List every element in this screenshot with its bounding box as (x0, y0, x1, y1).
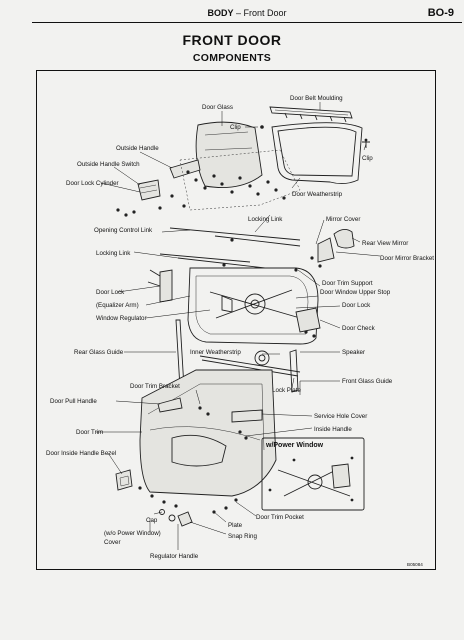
label-door-glass: Door Glass (202, 104, 233, 111)
label-equalizer-arm: (Equalizer Arm) (96, 302, 139, 309)
door-check (295, 307, 321, 338)
label-door-belt-moulding: Door Belt Moulding (290, 95, 343, 102)
label-power-window-inset: w/Power Window (265, 442, 324, 449)
door-outer-panel (187, 267, 319, 345)
label-door-inside-handle-bezel: Door Inside Handle Bezel (46, 450, 116, 457)
label-door-window-upper-stop: Door Window Upper Stop (320, 289, 391, 296)
label-mirror-cover: Mirror Cover (326, 216, 360, 223)
label-cap: Cap (146, 517, 158, 524)
page-header: BODY – Front Door BO-9 (32, 6, 462, 22)
header-rule (32, 22, 462, 23)
label-door-trim-pocket: Door Trim Pocket (256, 514, 304, 521)
label-service-hole-cover: Service Hole Cover (314, 413, 367, 420)
header-separator: – (235, 8, 241, 18)
clip-parts (260, 125, 370, 148)
header-subsection: Front Door (243, 8, 287, 18)
label-snap-ring: Snap Ring (228, 533, 257, 540)
label-speaker: Speaker (342, 349, 365, 356)
label-outside-handle-switch: Outside Handle Switch (77, 161, 140, 168)
figure-code: B05084 (407, 562, 423, 567)
label-window-regulator: Window Regulator (96, 315, 147, 322)
label-clip-right: Clip (362, 155, 373, 162)
label-door-weatherstrip: Door Weatherstrip (292, 191, 343, 198)
door-lock-assembly (147, 269, 173, 303)
door-weatherstrip (271, 122, 363, 185)
label-cover: Cover (104, 539, 121, 546)
door-belt-moulding (269, 106, 353, 123)
label-door-trim-support: Door Trim Support (322, 280, 373, 287)
regulator-handle (159, 509, 193, 527)
outside-handle (137, 159, 201, 201)
speaker-and-weatherstrip (199, 349, 301, 393)
door-glass (195, 121, 263, 189)
label-front-glass-guide: Front Glass Guide (342, 378, 393, 385)
label-door-pull-handle: Door Pull Handle (50, 398, 97, 405)
label-locking-link-upper: Locking Link (248, 216, 283, 223)
running-head: BODY – Front Door (32, 8, 462, 18)
label-locking-link-lower: Locking Link (96, 250, 131, 257)
label-clip-upper: Clip (230, 124, 241, 131)
door-inner-panel-upper (116, 149, 301, 217)
label-door-check: Door Check (342, 325, 376, 332)
linkage-rods (159, 227, 301, 269)
label-inside-handle: Inside Handle (314, 426, 352, 433)
page-number: BO-9 (427, 7, 454, 19)
page-subtitle: COMPONENTS (192, 52, 272, 64)
label-lock-plate: Lock Plate (272, 387, 301, 394)
label-plate: Plate (228, 522, 243, 529)
label-opening-control-link: Opening Control Link (94, 227, 153, 234)
label-inner-weatherstrip: Inner Weatherstrip (190, 349, 241, 356)
header-section: BODY (207, 8, 234, 18)
label-door-mirror-bracket: Door Mirror Bracket (380, 255, 434, 262)
label-rear-glass-guide: Rear Glass Guide (74, 349, 124, 356)
diagram-frame (36, 70, 436, 570)
label-rear-view-mirror: Rear View Mirror (362, 240, 408, 247)
label-outside-handle: Outside Handle (116, 145, 159, 152)
label-door-lock-right: Door Lock (342, 302, 371, 309)
label-door-trim-bracket: Door Trim Bracket (130, 383, 180, 390)
window-regulator (209, 289, 301, 319)
label-wo-power-window: (w/o Power Window) (104, 530, 161, 537)
page-title: FRONT DOOR (182, 32, 282, 48)
power-window-inset (261, 437, 365, 511)
label-regulator-handle: Regulator Handle (150, 553, 199, 560)
label-door-trim: Door Trim (76, 429, 103, 436)
door-trim-panel (138, 369, 277, 514)
door-inside-handle-bezel (115, 469, 133, 491)
label-door-lock-cylinder: Door Lock Cylinder (66, 180, 119, 187)
rear-view-mirror (294, 229, 355, 272)
label-door-lock-left: Door Lock (96, 289, 125, 296)
leader-lines (96, 102, 381, 550)
